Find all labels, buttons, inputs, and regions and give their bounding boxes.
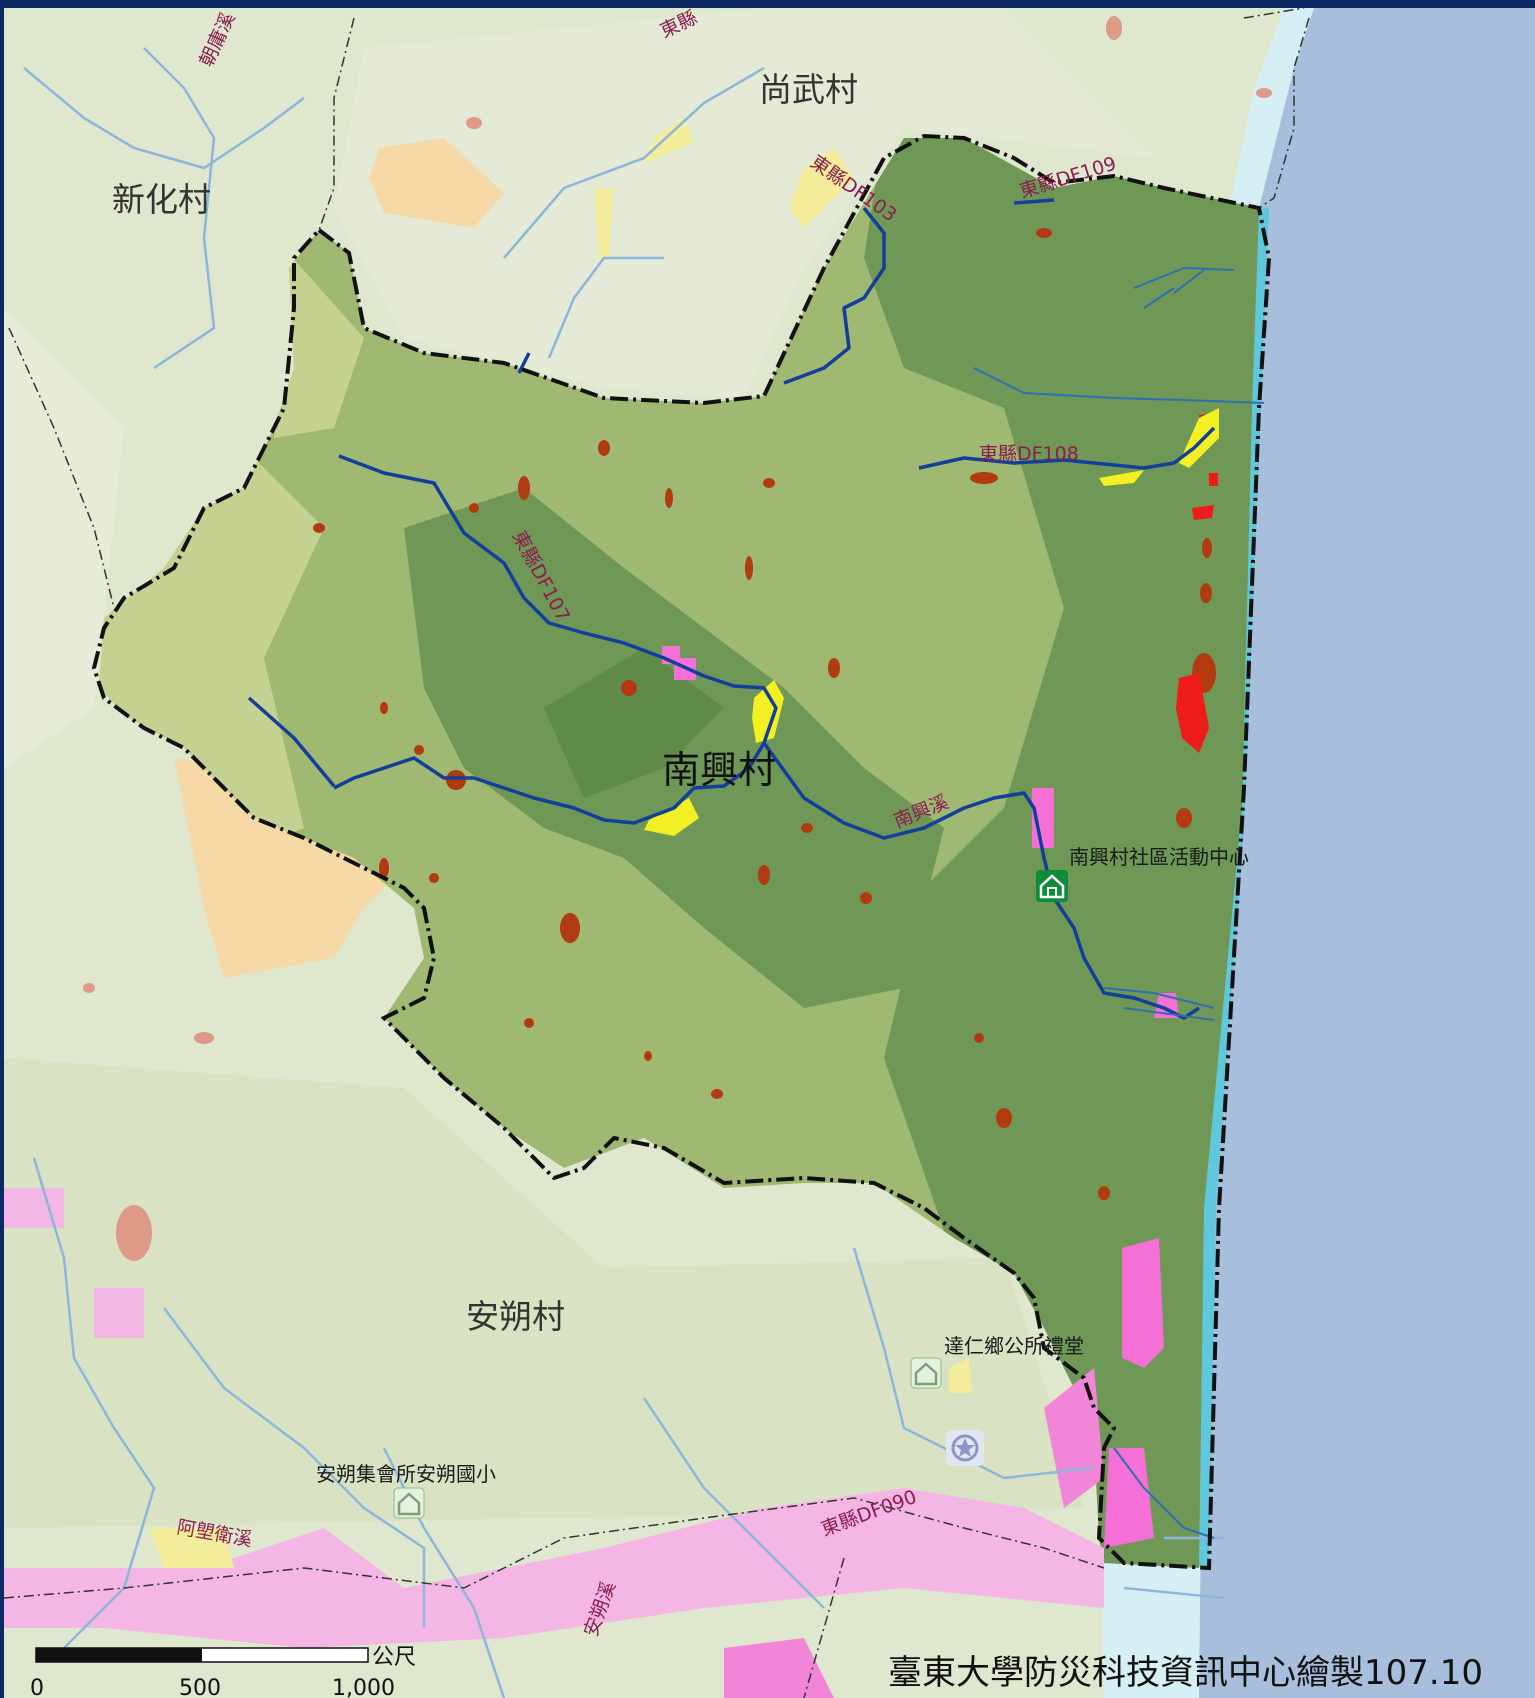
landslide	[1202, 538, 1212, 558]
landslide	[763, 478, 775, 488]
sand-area	[369, 138, 504, 228]
stream-label-df108: 東縣DF108	[979, 443, 1079, 465]
map-credit: 臺東大學防災科技資訊中心繪製107.10	[888, 1653, 1483, 1693]
village-label-north: 尚武村	[759, 70, 858, 109]
village-label-south: 安朔村	[466, 1297, 565, 1336]
landslide-patches	[313, 228, 1216, 1200]
landslide	[758, 865, 770, 885]
village-boundary	[91, 133, 1272, 1571]
settlement	[1104, 1448, 1154, 1548]
landslide	[665, 488, 673, 508]
scale-tick-500: 500	[179, 1676, 221, 1698]
river-df109	[1013, 198, 1055, 205]
landslide	[1200, 583, 1212, 603]
landslide	[380, 702, 388, 714]
landslide	[801, 823, 813, 833]
terrain-shade	[4, 1058, 1084, 1528]
scale-tick-1000: 1,000	[332, 1676, 395, 1698]
landslide	[1098, 1186, 1110, 1200]
map-canvas: 尚武村 新化村 安朔村 南興村 東縣DF103 東縣DF109 東縣DF108 …	[4, 8, 1535, 1698]
river-west-branch	[247, 696, 336, 788]
landslide	[518, 476, 530, 500]
terrain-shade	[334, 8, 1154, 398]
landslide	[974, 1033, 984, 1043]
river-north-stub	[517, 352, 531, 374]
landslide	[644, 1051, 652, 1061]
river-df108	[918, 426, 1216, 470]
terrain-dark	[864, 138, 1259, 1568]
settlement	[1122, 1238, 1164, 1368]
landslide	[1176, 808, 1192, 828]
landslide	[970, 472, 998, 484]
main-rivers	[247, 198, 1216, 1020]
terrain-light	[274, 248, 364, 438]
minor-rivers	[23, 47, 1225, 1698]
landslide	[598, 440, 610, 456]
terrain-shade	[4, 308, 124, 768]
outside-deposit-zones	[149, 118, 972, 1568]
terrain-darker	[544, 648, 724, 798]
river-df107	[333, 454, 778, 825]
community-center-icon	[1036, 870, 1068, 902]
landslide	[446, 770, 466, 790]
settlement-light-zones	[4, 1188, 1104, 1698]
landslide	[524, 1018, 534, 1028]
poi-label-community-center: 南興村社區活動中心	[1069, 845, 1249, 869]
scale-unit: 公尺	[372, 1645, 416, 1670]
landslide	[828, 658, 840, 678]
police-emblem-icon	[946, 1430, 984, 1466]
sand-area	[174, 758, 404, 978]
poi-label-township-hall: 達仁鄉公所禮堂	[944, 1334, 1084, 1358]
river-df103	[783, 206, 886, 385]
poi-label-school: 安朔集會所安朔國小	[316, 1462, 496, 1486]
admin-boundaries	[4, 8, 1310, 1698]
scale-tick-0: 0	[30, 1676, 44, 1698]
township-hall-icon	[910, 1357, 942, 1389]
outside-landslide-patches	[83, 16, 1272, 1261]
village-label-main: 南興村	[662, 748, 776, 792]
school-icon	[393, 1487, 425, 1519]
landslide	[379, 858, 389, 878]
coastal-tributaries	[973, 266, 1265, 1539]
village-label-northwest: 新化村	[112, 180, 211, 219]
landslide	[711, 1089, 723, 1099]
landslide	[414, 745, 424, 755]
landslide	[745, 556, 753, 580]
landslide	[621, 680, 637, 696]
landslide	[469, 503, 479, 513]
sea	[1199, 8, 1535, 1698]
landslide	[560, 913, 580, 943]
river-nanxing	[762, 741, 1200, 1020]
landslide	[313, 523, 325, 533]
landslide	[1036, 228, 1052, 238]
landslide	[429, 873, 439, 883]
landslide	[996, 1108, 1012, 1128]
scale-bar-filled	[36, 1648, 202, 1662]
landslide	[860, 892, 872, 904]
scale-bar: 0 500 1,000 公尺	[30, 1645, 416, 1698]
